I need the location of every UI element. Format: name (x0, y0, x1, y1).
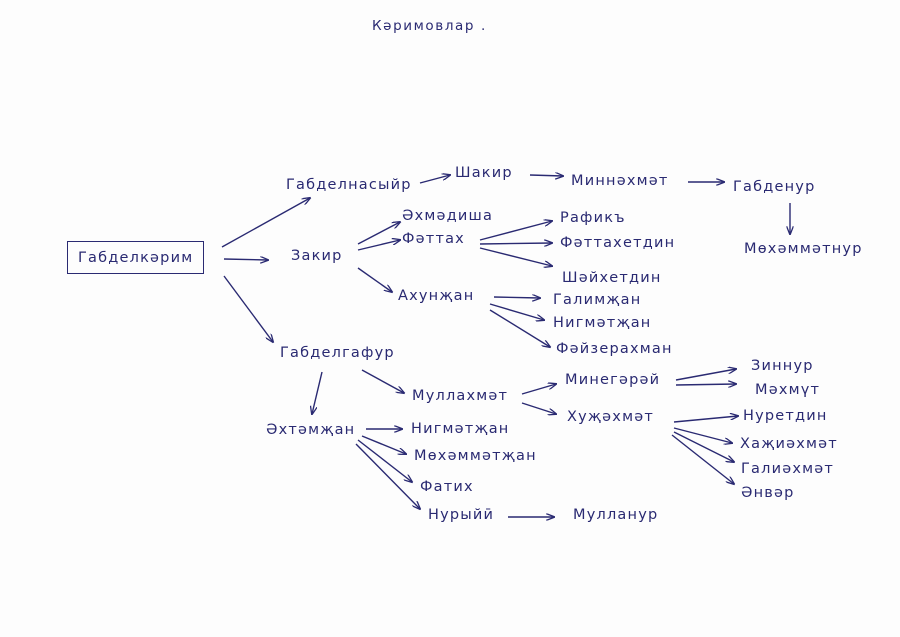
edge-gabdelkarim-gabdelnasyir (221, 198, 310, 248)
edge-mullahmat-minegaray (521, 384, 556, 395)
person-galiakhmat: Галиәхмәт (741, 461, 835, 477)
person-zakir: Закир (291, 248, 343, 264)
person-zinnur: Зиннур (751, 358, 814, 374)
edge-khujahmat-nuretdin (673, 416, 738, 423)
edge-khujahmat-anvar (671, 434, 734, 484)
edge-fattah-fattahetdin (479, 243, 552, 244)
edge-mullahmat-khujahmat (521, 402, 556, 414)
edge-khujahmat-khajiakhmat (673, 427, 732, 443)
edge-akhtamjan-mohammatjan (361, 435, 406, 454)
person-galimjan: Галимҗан (553, 292, 642, 308)
edge-akhtamjan-nuryi (355, 443, 420, 509)
person-mohammatjan: Мөхәммәтҗан (414, 448, 537, 464)
edge-akhtamjan-fatikh (357, 439, 412, 482)
person-gabdelnasyir: Габделнасыйр (286, 177, 412, 193)
edge-khujahmat-galiakhmat (673, 431, 734, 462)
edge-zakir-akhmadisha (357, 222, 400, 245)
person-akhtamjan: Әхтәмҗан (266, 422, 356, 438)
edge-minegaray-zinnur (675, 369, 736, 381)
person-khajiakhmat: Хаҗиәхмәт (740, 436, 838, 452)
edge-minegaray-makhmut (675, 384, 736, 385)
person-mullahmat: Муллахмәт (412, 388, 509, 404)
edge-akhunjan-nigmatjan1 (489, 303, 544, 320)
edge-gabdelkarim-gabdelgafur (223, 275, 273, 342)
person-gabdelgafur: Габделгафур (280, 345, 395, 361)
person-shaikhetdin: Шәйхетдин (562, 270, 662, 286)
person-shakir: Шакир (455, 165, 513, 181)
person-fattahetdin: Фәттахетдин (560, 235, 676, 251)
person-anvar: Әнвәр (741, 485, 795, 501)
edges (221, 175, 790, 517)
person-mullanur: Мулланур (573, 507, 659, 523)
person-minegaray: Минегәрәй (565, 372, 661, 388)
edge-fattah-shaikhetdin (479, 247, 552, 266)
edge-zakir-akhunjan (357, 267, 392, 292)
edge-fattah-rafik (479, 221, 552, 241)
root-box (67, 241, 204, 274)
person-akhunjan: Ахунҗан (398, 288, 475, 304)
person-fattah: Фәттах (402, 231, 465, 247)
person-nuryi: Нурыйӣ (428, 507, 495, 523)
person-rafik: Рафикъ (560, 210, 626, 226)
person-akhmadisha: Әхмәдиша (402, 208, 494, 224)
edge-akhunjan-galimjan (493, 297, 540, 298)
edge-gabdelnasyir-shakir (419, 175, 450, 184)
edge-gabdelkarim-zakir (223, 259, 268, 260)
person-nigmatjan-2: Нигмәтҗан (411, 421, 510, 437)
edge-zakir-fattah (357, 240, 400, 251)
person-faizrakhman: Фәйзерахман (556, 341, 673, 357)
edge-shakir-minnahmat (529, 175, 563, 176)
edge-gabdelgafur-akhtamjan (312, 371, 323, 414)
page-title: Кәримовлар . (372, 18, 487, 34)
edge-akhunjan-faizrakhman (489, 309, 550, 347)
person-nuretdin: Нуретдин (743, 408, 828, 424)
person-makhmut: Мәхмүт (755, 382, 821, 398)
person-mohammatnur: Мөхәммәтнур (744, 241, 863, 257)
person-fatikh: Фатих (420, 479, 474, 495)
person-gabdenur: Габденур (733, 179, 816, 195)
person-gabdelkarim: Габделкәрим (78, 250, 194, 266)
person-nigmatjan: Нигмәтҗан (553, 315, 652, 331)
edge-gabdelgafur-mullahmat (361, 369, 404, 393)
person-khujahmat: Хуҗәхмәт (567, 409, 654, 425)
person-minnahmat: Миннәхмәт (571, 173, 669, 189)
